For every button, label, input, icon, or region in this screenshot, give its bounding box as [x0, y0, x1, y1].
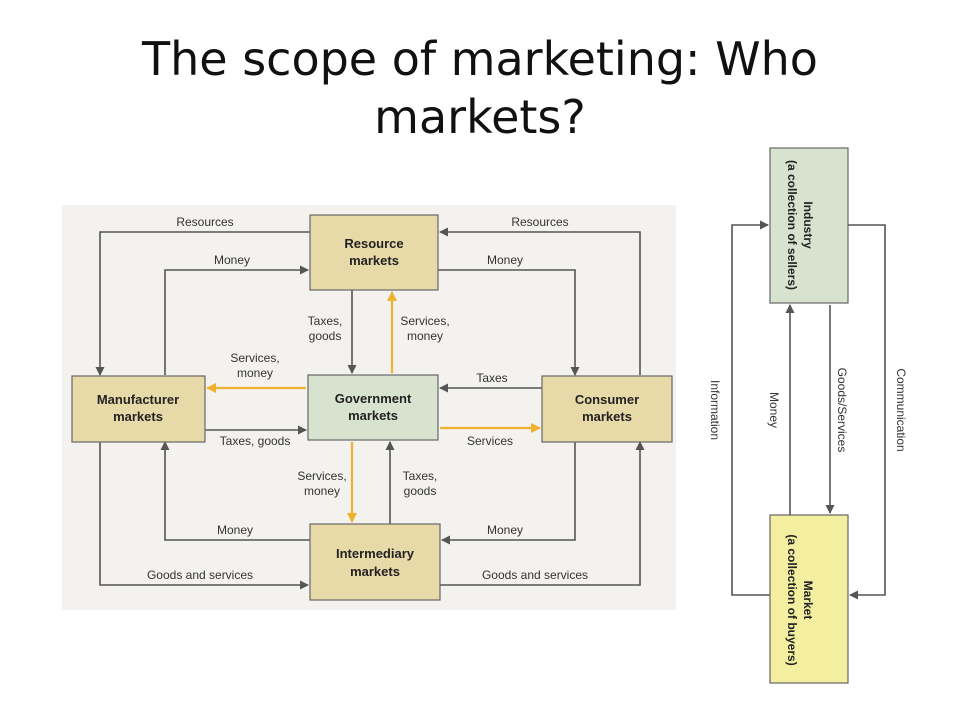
label-information: Information — [708, 380, 722, 440]
manufacturer-line2: markets — [113, 409, 163, 424]
label-services-money-top-1: Services, — [400, 314, 449, 328]
arrow-goods-services-left — [99, 442, 309, 590]
slide-title: The scope of marketing: Who markets? — [142, 32, 818, 144]
label-services-money-left-2: money — [237, 366, 273, 380]
right-flow-arrows — [731, 220, 886, 600]
government-line1: Government — [335, 391, 412, 406]
label-resources-right: Resources — [511, 215, 568, 229]
arrow-communication — [848, 224, 886, 600]
consumer-line1: Consumer — [575, 392, 639, 407]
industry-line1: Industry — [801, 201, 815, 249]
label-taxes-goods-bottom-2: goods — [404, 484, 437, 498]
box-resource-markets: Resource markets — [309, 214, 439, 291]
box-consumer-markets: Consumer markets — [541, 375, 673, 443]
industry-line2: (a collection of sellers) — [785, 160, 799, 290]
label-goods-services-left: Goods and services — [147, 568, 253, 582]
label-goods-services: Goods/Services — [835, 368, 849, 453]
label-money-bottom-right: Money — [487, 523, 523, 537]
label-goods-services-right: Goods and services — [482, 568, 588, 582]
orange-flow-arrows — [206, 291, 541, 523]
label-resources-left: Resources — [176, 215, 233, 229]
label-services-money-bottom-1: Services, — [297, 469, 346, 483]
intermediary-line1: Intermediary — [336, 546, 415, 561]
arrow-goods-services-right — [440, 441, 645, 586]
right-flow-labels: Information Money Goods/Services Communi… — [708, 368, 908, 453]
market-line2: (a collection of buyers) — [785, 534, 799, 665]
market-line1: Market — [801, 581, 815, 620]
intermediary-line2: markets — [350, 564, 400, 579]
label-money-bottom-left: Money — [217, 523, 253, 537]
label-taxes-goods-top-2: goods — [309, 329, 342, 343]
box-government-markets: Government markets — [307, 374, 439, 441]
manufacturer-line1: Manufacturer — [97, 392, 179, 407]
gray-flow-arrows — [95, 227, 645, 590]
box-intermediary-markets: Intermediary markets — [309, 523, 441, 601]
label-money: Money — [767, 392, 781, 428]
resource-line2: markets — [349, 253, 399, 268]
label-taxes-goods-top-1: Taxes, — [308, 314, 343, 328]
label-services-money-left-1: Services, — [230, 351, 279, 365]
arrow-money-top-left — [164, 265, 309, 375]
arrow-money-bottom-right — [441, 442, 576, 545]
label-money-top-right: Money — [487, 253, 523, 267]
label-services-money-bottom-2: money — [304, 484, 340, 498]
box-market: Market (a collection of buyers) — [769, 514, 849, 684]
label-money-top-left: Money — [214, 253, 250, 267]
arrow-money-bottom-left — [160, 441, 310, 541]
resource-line1: Resource — [344, 236, 403, 251]
label-taxes-goods-left: Taxes, goods — [220, 434, 291, 448]
label-taxes-goods-bottom-1: Taxes, — [403, 469, 438, 483]
arrow-information — [731, 220, 770, 596]
arrow-money-top-right — [438, 269, 580, 376]
label-services-money-top-2: money — [407, 329, 443, 343]
arrow-resources-right — [439, 227, 641, 375]
box-manufacturer-markets: Manufacturer markets — [71, 375, 206, 443]
box-industry: Industry (a collection of sellers) — [769, 147, 849, 304]
label-taxes-right: Taxes — [476, 371, 507, 385]
label-communication: Communication — [894, 368, 908, 451]
consumer-line2: markets — [582, 409, 632, 424]
government-line2: markets — [348, 408, 398, 423]
label-services-right: Services — [467, 434, 513, 448]
arrow-resources-left — [95, 231, 310, 376]
flow-labels: Resources Resources Money Money Taxes, g… — [147, 215, 588, 582]
